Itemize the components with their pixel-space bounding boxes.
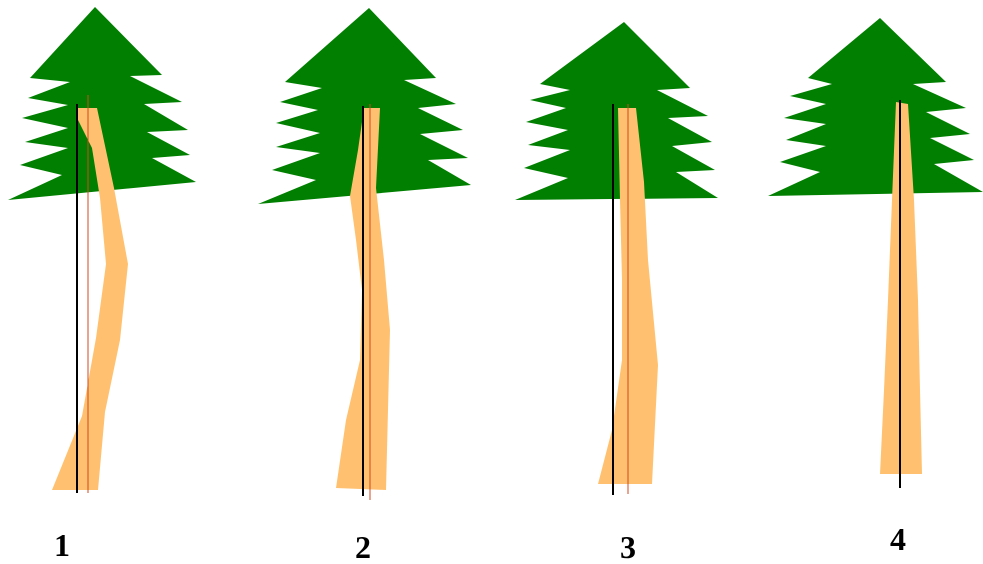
tree-3-foliage — [515, 22, 718, 200]
tree-3-label: 3 — [620, 529, 636, 564]
tree-4: 4 — [768, 18, 983, 557]
tree-2-label: 2 — [355, 529, 371, 564]
tree-1: 1 — [8, 7, 196, 563]
tree-3: 3 — [515, 22, 718, 564]
tree-4-label: 4 — [890, 521, 906, 557]
tree-2: 2 — [258, 8, 471, 564]
tree-1-label: 1 — [54, 527, 70, 563]
tree-4-foliage — [768, 18, 983, 196]
